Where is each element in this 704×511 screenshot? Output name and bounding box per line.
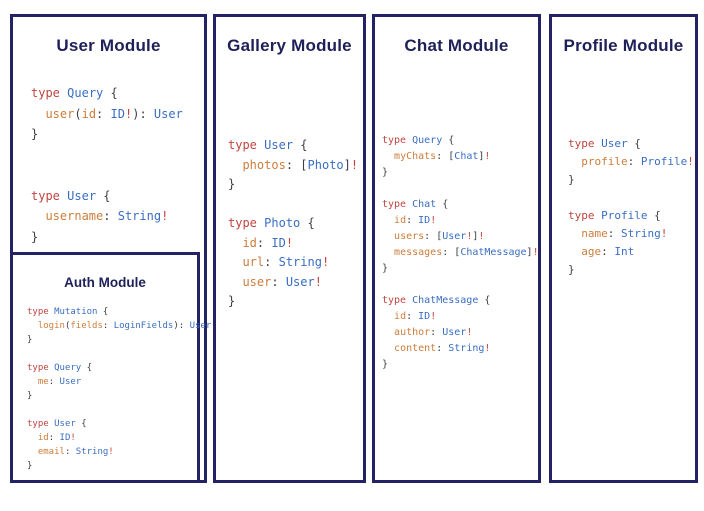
code-line: } — [568, 263, 575, 276]
code-line: user(id: ID!): User — [45, 106, 183, 121]
code-line: me: User — [37, 377, 82, 387]
panel-gallery-module: Gallery Module type User { photos: [Phot… — [213, 14, 366, 483]
code-line — [228, 195, 358, 215]
code-line: photos: [Photo]! — [242, 157, 359, 172]
code-line — [568, 189, 694, 207]
code-line: url: String! — [242, 255, 330, 269]
profile-module-title: Profile Module — [563, 36, 684, 55]
code-line — [31, 165, 183, 186]
code-line: } — [27, 391, 33, 401]
code-line: } — [382, 359, 389, 370]
code-line: author: User! — [394, 327, 473, 338]
code-line: type Photo { — [228, 216, 315, 230]
gallery-module-code: type User { photos: [Photo]!} type Photo… — [228, 136, 358, 312]
code-line — [27, 403, 211, 417]
code-line: login(fields: LoginFields): User — [37, 321, 212, 331]
chat-module-title: Chat Module — [404, 36, 509, 55]
panel-user-module: User Module type Query { user(id: ID!): … — [10, 14, 211, 483]
code-line: messages: [ChatMessage]! — [394, 247, 539, 258]
code-line: user: User! — [242, 274, 322, 289]
panel-chat-module: Chat Module type Query { myChats: [Chat]… — [372, 14, 541, 483]
code-line: type ChatMessage { — [382, 295, 491, 306]
code-line: type User { — [27, 419, 87, 429]
code-line: } — [31, 127, 39, 141]
code-line — [31, 145, 183, 166]
code-line: } — [228, 177, 236, 191]
code-line: id: ID! — [242, 235, 294, 250]
code-line: myChats: [Chat]! — [394, 151, 491, 162]
code-line: users: [User!]! — [394, 231, 485, 242]
user-module-code: type Query { user(id: ID!): User} type U… — [31, 83, 183, 247]
code-line: } — [382, 263, 389, 274]
code-line — [382, 181, 539, 197]
code-line: id: ID! — [394, 311, 437, 322]
auth-module-code: type Mutation { login(fields: LoginField… — [27, 305, 211, 473]
panel-profile-module: Profile Module type User { profile: Prof… — [549, 14, 698, 483]
code-line: } — [27, 335, 33, 345]
code-line: type User { — [568, 137, 641, 150]
user-module-title: User Module — [56, 36, 161, 55]
code-line: type User { — [31, 188, 111, 203]
code-line: } — [382, 167, 389, 178]
code-line: type Query { — [31, 86, 118, 100]
gallery-module-title: Gallery Module — [227, 36, 352, 55]
code-line: type Query { — [382, 135, 455, 146]
chat-module-code: type Query { myChats: [Chat]!} type Chat… — [382, 133, 539, 373]
code-line: type Profile { — [568, 209, 661, 222]
code-line: type Mutation { — [27, 307, 109, 317]
code-line: type User { — [228, 138, 308, 152]
code-line: email: String! — [37, 447, 114, 457]
code-line — [382, 277, 539, 293]
code-line: content: String! — [394, 343, 491, 354]
code-line — [27, 347, 211, 361]
code-line: type Query { — [27, 363, 93, 373]
code-line: type Chat { — [382, 199, 449, 210]
code-line: name: String! — [581, 227, 668, 240]
code-line: username: String! — [45, 209, 169, 223]
auth-module-title: Auth Module — [64, 275, 146, 290]
profile-module-code: type User { profile: Profile!} type Prof… — [568, 135, 694, 279]
code-line: } — [228, 294, 236, 308]
code-line: id: ID! — [394, 215, 437, 226]
code-line: } — [27, 461, 33, 471]
code-line: id: ID! — [37, 433, 76, 443]
code-line: } — [568, 173, 575, 186]
code-line: } — [31, 229, 39, 244]
panel-auth-module: Auth Module type Mutation { login(fields… — [10, 252, 211, 483]
code-line: age: Int — [581, 245, 635, 258]
code-line: profile: Profile! — [581, 155, 694, 168]
